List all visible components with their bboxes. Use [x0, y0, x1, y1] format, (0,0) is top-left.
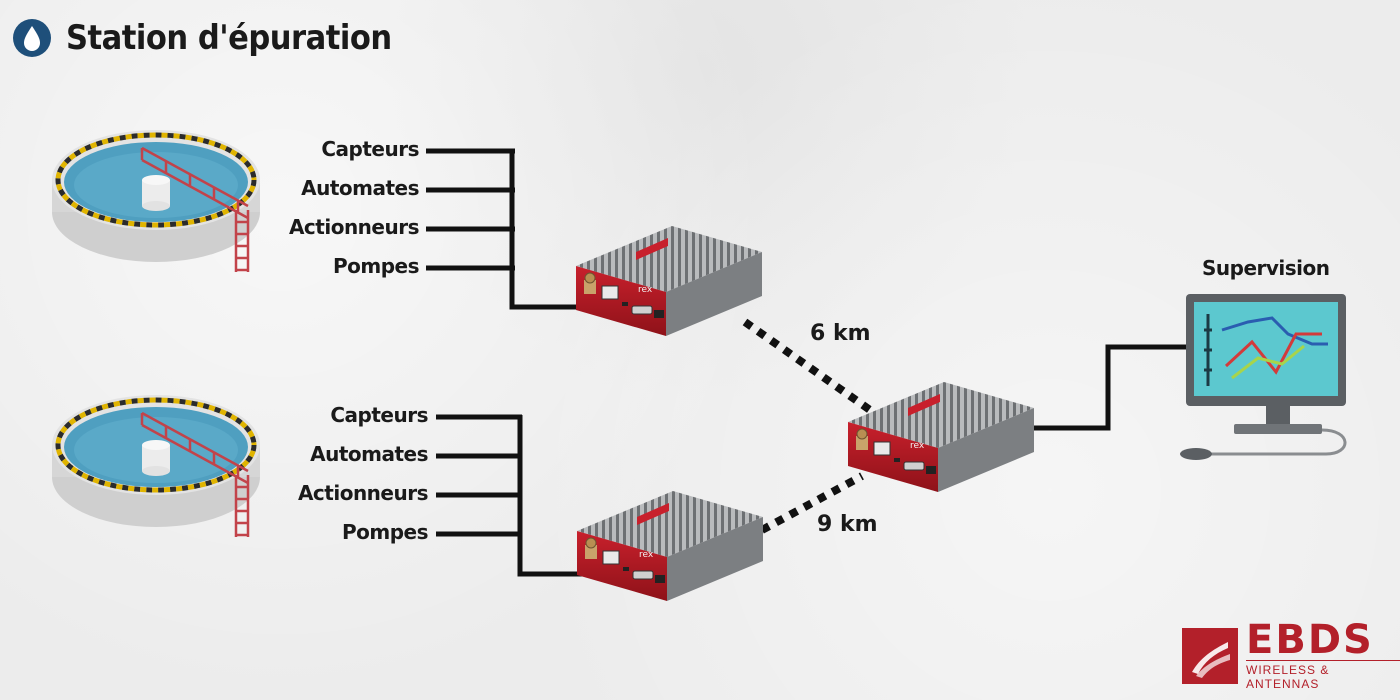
- treatment-tank-top: [52, 130, 260, 272]
- input-label-bottom-1: Capteurs: [330, 403, 428, 427]
- bus-wires-bottom: [436, 414, 584, 577]
- page-title: Station d'épuration: [66, 18, 392, 58]
- page-header: Station d'épuration: [12, 18, 392, 58]
- input-label-top-2: Automates: [301, 176, 419, 200]
- treatment-tank-bottom: [52, 395, 260, 537]
- supervision-wire: [1032, 344, 1188, 431]
- water-drop-icon: [13, 19, 51, 57]
- router-top: [575, 225, 763, 337]
- input-label-top-1: Capteurs: [321, 137, 419, 161]
- distance-label-bottom: 9 km: [817, 512, 878, 537]
- supervision-monitor: [1178, 292, 1348, 462]
- logo-name: EBDS: [1246, 617, 1374, 663]
- input-label-bottom-2: Automates: [310, 442, 428, 466]
- logo-tagline: WIRELESS & ANTENNAS: [1246, 660, 1400, 691]
- company-logo: EBDS WIRELESS & ANTENNAS: [1182, 620, 1400, 691]
- bus-wires-top: [426, 148, 580, 310]
- distance-label-top: 6 km: [810, 321, 871, 346]
- input-label-bottom-3: Actionneurs: [297, 481, 429, 505]
- router-bottom: [576, 490, 764, 602]
- router-central: [847, 381, 1035, 493]
- supervision-label: Supervision: [1202, 256, 1330, 280]
- input-label-top-4: Pompes: [332, 254, 420, 278]
- input-label-bottom-4: Pompes: [341, 520, 429, 544]
- input-label-top-3: Actionneurs: [288, 215, 420, 239]
- logo-mark-icon: [1182, 627, 1238, 684]
- radio-links: [742, 318, 873, 534]
